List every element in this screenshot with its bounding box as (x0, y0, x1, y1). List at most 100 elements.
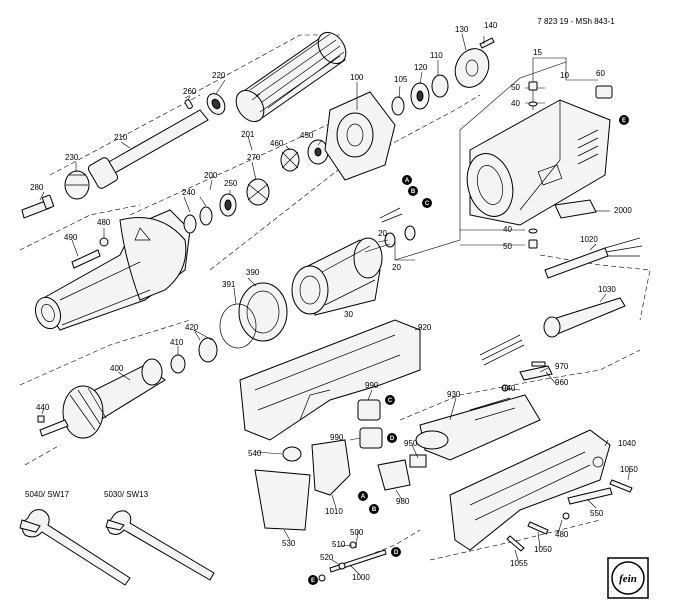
part-label: 50 (511, 83, 520, 92)
part-label: 391 (222, 280, 236, 289)
handle-cover-1040 (449, 429, 611, 551)
part-label: 105 (394, 75, 408, 84)
part-label: 130 (455, 25, 469, 34)
flange-100 (324, 91, 396, 181)
part-label: 50 (503, 242, 512, 251)
motor-housing-10 (466, 99, 611, 226)
screw-1050a (609, 479, 633, 493)
part-label: 5030/ SW13 (104, 490, 149, 499)
svg-text:C: C (388, 398, 393, 404)
part-label: 220 (212, 71, 226, 80)
part-label: 2000 (614, 206, 632, 215)
part-label: 540 (248, 449, 262, 458)
part-label: 260 (183, 87, 197, 96)
part-labels: 140 130 15 110 10 60 120 105 100 50 40 2… (25, 21, 638, 582)
part-label: 1040 (618, 439, 636, 448)
part-label: 250 (224, 179, 238, 188)
marker-A-lower: A (358, 491, 368, 501)
part-label: 60 (596, 69, 605, 78)
svg-text:D: D (394, 550, 399, 556)
washer-20b (404, 225, 416, 241)
part-label: 960 (555, 378, 569, 387)
svg-text:A: A (361, 494, 366, 500)
part-label: 930 (447, 390, 461, 399)
part-label: 270 (247, 153, 261, 162)
collet-nut (64, 170, 90, 200)
part-label: 20 (378, 229, 387, 238)
clamp-960 (519, 365, 553, 381)
washer-480b (562, 512, 570, 520)
part-label: 280 (30, 183, 44, 192)
strain-relief-1030 (543, 297, 626, 338)
switch-990b (359, 427, 383, 449)
part-label: 950 (404, 439, 418, 448)
bracket-lines (394, 57, 598, 261)
part-label: 140 (484, 21, 498, 30)
disk-130 (454, 48, 490, 88)
screw-550 (567, 487, 613, 505)
part-label: 1055 (510, 559, 528, 568)
part-label: 440 (36, 403, 50, 412)
washers-240 (183, 206, 213, 234)
marker-B-lower: B (369, 504, 379, 514)
svg-text:B: B (372, 507, 377, 513)
marker-D-lower: D (391, 547, 401, 557)
part-520 (338, 562, 346, 570)
part-label: 1050 (534, 545, 552, 554)
part-label: 520 (320, 553, 334, 562)
switch-assembly-930 (415, 394, 541, 461)
part-label: 940 (502, 384, 516, 393)
part-label: 1030 (598, 285, 616, 294)
grip-sleeve (235, 31, 347, 123)
part-label: 480 (97, 218, 111, 227)
logo-text: fein (619, 573, 637, 585)
screw-970 (531, 361, 546, 367)
cable-1020 (544, 237, 643, 279)
screw-140 (479, 37, 495, 49)
marker-A-upper: A (402, 175, 412, 185)
svg-text:E: E (311, 578, 315, 584)
ring-420 (198, 337, 218, 363)
label-2000 (554, 199, 597, 219)
part-label: 460 (270, 139, 284, 148)
handle-housing-920 (239, 319, 421, 441)
svg-text:C: C (425, 201, 430, 207)
part-540 (282, 446, 302, 462)
part-label: 1050 (620, 465, 638, 474)
part-label: 390 (246, 268, 260, 277)
screw-1050b (527, 521, 549, 535)
part-label: 5040/ SW17 (25, 490, 70, 499)
gear-460 (280, 148, 300, 172)
key-440 (37, 415, 45, 423)
screw-490 (71, 237, 109, 269)
part-label: 450 (300, 131, 314, 140)
screw-280 (21, 194, 55, 219)
ring-110 (431, 74, 449, 98)
screws-50 (528, 81, 538, 249)
switch-990a (357, 399, 381, 421)
marker-D-mid: D (387, 433, 397, 443)
part-label: 201 (241, 130, 255, 139)
part-label: 1000 (352, 573, 370, 582)
ring-391 (219, 303, 257, 349)
part-label: 200 (204, 171, 218, 180)
part-label: 480 (555, 530, 569, 539)
gear-270 (246, 178, 270, 206)
washer-105 (391, 96, 405, 116)
armature-400 (39, 358, 166, 439)
part-label: 120 (414, 63, 428, 72)
part-label: 420 (185, 323, 199, 332)
marker-C-lower: C (385, 395, 395, 405)
svg-text:D: D (390, 436, 395, 442)
part-60 (595, 85, 613, 99)
stator-30 (291, 207, 403, 316)
wrench-sw13 (105, 510, 215, 581)
part-label: 400 (110, 364, 124, 373)
plate-530 (254, 469, 311, 531)
marker-C-upper: C (422, 198, 432, 208)
part-label: 1020 (580, 235, 598, 244)
part-label: 490 (64, 233, 78, 242)
cable-1000 (329, 549, 387, 573)
bearing-220 (206, 93, 226, 115)
